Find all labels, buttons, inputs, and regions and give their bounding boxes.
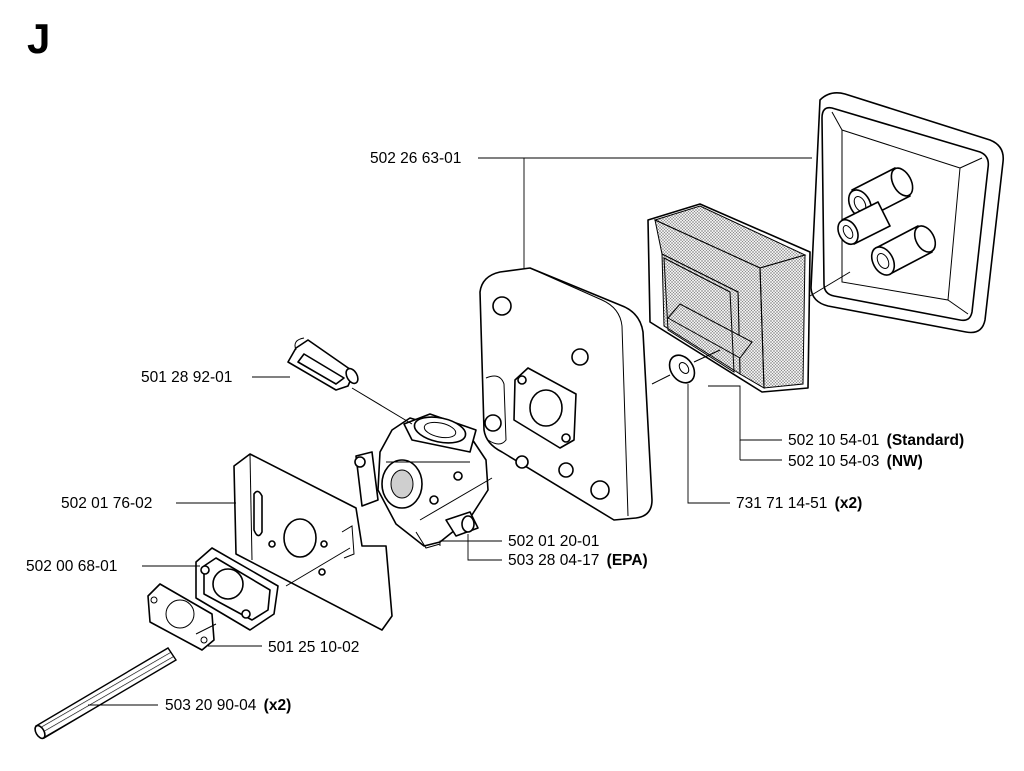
stud-bolt [34, 647, 177, 740]
part-label-carburetor-epa: 503 28 04-17 (EPA) [508, 552, 648, 569]
part-label-stud-bolt: 503 20 90-04 (x2) [165, 697, 291, 714]
assembly-axis-lines [195, 271, 851, 635]
part-label-filter-nw: 502 10 54-03 (NW) [788, 453, 923, 470]
fuel-filter [287, 337, 359, 391]
filter-holder-plate [479, 267, 653, 521]
part-label-grommet: 731 71 14-51 (x2) [736, 495, 862, 512]
part-label-filter-standard: 502 10 54-01 (Standard) [788, 432, 964, 449]
part-label-gasket: 501 25 10-02 [268, 639, 359, 656]
grommet [668, 354, 696, 384]
air-filter-element [647, 203, 811, 393]
air-filter-cover [810, 92, 1005, 334]
part-label-fuel-filter: 501 28 92-01 [141, 369, 232, 386]
part-label-heat-shield: 502 01 76-02 [61, 495, 152, 512]
part-label-insulator-block: 502 00 68-01 [26, 558, 117, 575]
part-label-air-filter-cover: 502 26 63-01 [370, 150, 461, 167]
heat-shield [233, 453, 393, 631]
insulator-block [195, 547, 279, 631]
section-letter: J [27, 15, 50, 62]
part-label-carburetor: 502 01 20-01 [508, 533, 599, 550]
leader-lines [88, 157, 812, 706]
carburetor [354, 413, 489, 549]
